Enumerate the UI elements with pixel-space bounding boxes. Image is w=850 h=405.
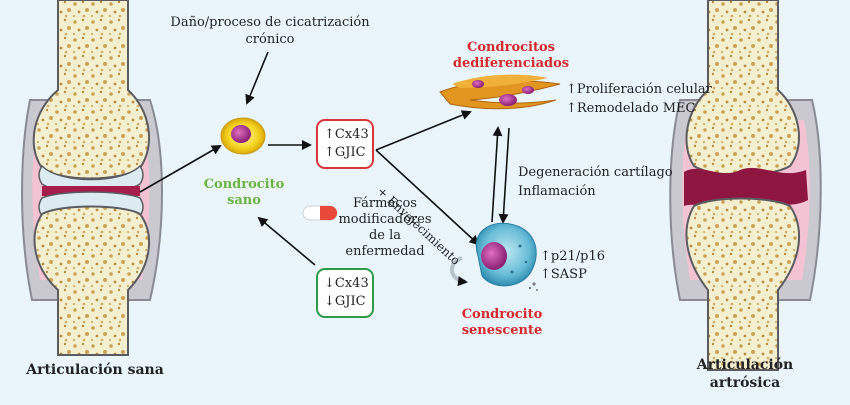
healthy-upper-bone (32, 0, 151, 180)
increased-cx43-box: ↑Cx43 ↑GJIC (316, 119, 374, 169)
arrow-up-box-to-dediff (375, 110, 472, 151)
healthy-chondrocyte-icon (220, 117, 266, 155)
decreased-cx43-box: ↓Cx43 ↓GJIC (316, 268, 374, 318)
healthy-joint-label: Articulación sana (26, 362, 164, 378)
drug-capsule-icon (302, 205, 338, 221)
healthy-joint-illustration (21, 0, 163, 356)
senescent-chondrocyte-icon (475, 222, 538, 291)
dedifferentiated-chondrocytes-icon (439, 74, 561, 110)
healthy-lower-bone (33, 205, 151, 356)
cell-cycle-arrest-icon (450, 256, 468, 287)
oa-joint-illustration (669, 0, 822, 371)
oa-lower-bone (685, 197, 801, 371)
arrow-dediff-to-senescent (498, 127, 510, 224)
oa-joint-label: Articulación artrósica (696, 357, 794, 391)
senescent-markers-label: ↑p21/p16 ↑SASP (540, 249, 605, 282)
flow-arrows (139, 51, 510, 266)
arrow-down-box-to-cell (257, 216, 316, 266)
arrow-up-box-to-senescent (375, 149, 480, 246)
arrow-damage-to-cell (245, 51, 269, 105)
senescent-label: Condrocito senescente (461, 307, 543, 338)
dediff-effects-label: ↑Proliferación celular ↑Remodelado MEC (566, 82, 712, 116)
damage-label: Daño/proceso de cicatrización crónico (170, 15, 370, 47)
degeneration-label: Degeneración cartílago Inflamación (518, 165, 673, 199)
dedifferentiated-label: Condrocitos dediferenciados (452, 40, 570, 71)
arrow-joint-to-cell (139, 145, 222, 193)
arrow-senescent-to-dediff (491, 126, 503, 223)
drugs-label: Fármacos modificadores de la enfermedad (338, 196, 432, 259)
healthy-joint-space (42, 186, 140, 196)
healthy-chondrocyte-label: Condrocito sano (203, 177, 285, 208)
